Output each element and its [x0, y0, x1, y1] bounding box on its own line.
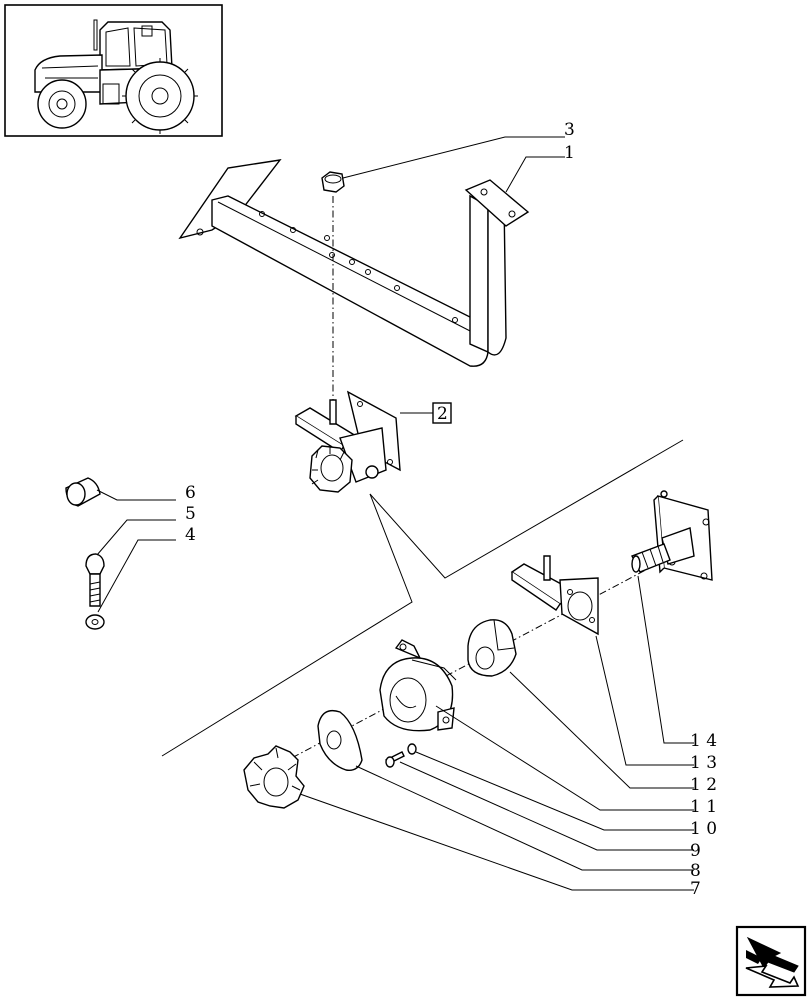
callout-8: 8	[690, 861, 701, 881]
bolt-part-5	[85, 553, 105, 607]
screw-part-9	[385, 751, 405, 768]
callout-10: 1 0	[690, 819, 717, 839]
callout-4: 4	[185, 525, 196, 545]
mount-plate-part-14	[631, 490, 713, 581]
exploded-view-frame-upper	[369, 439, 684, 579]
callout-14: 1 4	[690, 731, 717, 751]
callout-5: 5	[185, 504, 196, 524]
callout-2: 2	[437, 404, 448, 424]
nut-part-3	[321, 171, 345, 193]
callout-12: 1 2	[690, 775, 717, 795]
tractor-thumbnail-icon[interactable]	[4, 4, 223, 137]
exploded-view-frame-lower	[161, 493, 413, 757]
bracket-part-13	[510, 555, 599, 636]
sleeve-part-6	[65, 477, 101, 507]
callout-1: 1	[564, 143, 575, 163]
callout-6: 6	[185, 483, 196, 503]
callout-9: 9	[690, 841, 701, 861]
ball-joint-part-12	[467, 619, 517, 677]
callout-11: 1 1	[690, 797, 717, 817]
next-page-arrow-icon[interactable]	[735, 925, 807, 997]
housing-part-11	[379, 639, 457, 732]
mirror-joint-assembly-part-2	[294, 390, 401, 493]
callout-13: 1 3	[690, 753, 717, 773]
callout-labels: 3 1 2 6 5 4 1 4 1 3 1 2 1 1 1 0 9 8 7	[185, 120, 717, 899]
leader-lines	[96, 136, 694, 891]
boot-part-8	[317, 709, 363, 771]
callout-7: 7	[690, 879, 701, 899]
knob-part-7	[243, 745, 305, 809]
washer-part-10	[407, 743, 417, 755]
bracket-part-1	[178, 159, 530, 367]
callout-3: 3	[564, 120, 575, 140]
washer-part-4	[85, 614, 105, 630]
